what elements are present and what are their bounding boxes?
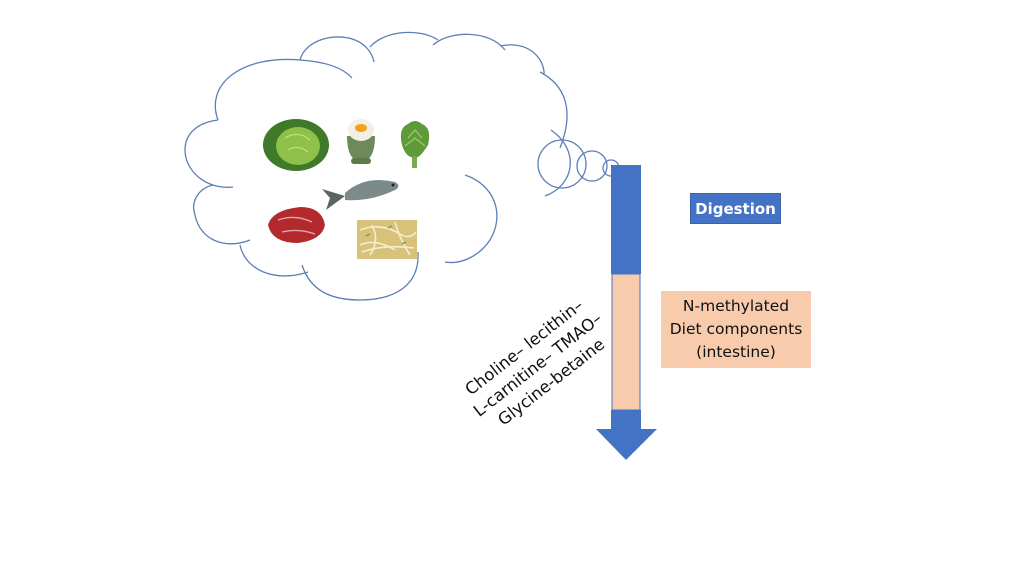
food-steak	[268, 207, 325, 243]
arrow-head	[596, 429, 657, 460]
thought-bubbles	[537, 139, 620, 189]
n-methylated-components-label: N-methylated Diet components (intestine)	[661, 291, 811, 368]
digestion-label-text: Digestion	[695, 199, 776, 218]
food-bean-sprouts	[357, 220, 417, 259]
food-cabbage	[263, 119, 329, 171]
thought-cloud	[184, 31, 571, 301]
n-methylated-line-2: Diet components	[669, 320, 803, 338]
n-methylated-line-3: (intestine)	[696, 343, 776, 361]
arrow-shaft-bottom	[611, 410, 641, 429]
bubble-large	[537, 139, 587, 189]
digestion-label: Digestion	[690, 193, 781, 224]
arrow-shaft-intestine-segment	[611, 273, 641, 411]
arrow-shaft-top	[611, 165, 641, 274]
bubble-medium	[576, 150, 608, 182]
food-artichoke	[400, 121, 430, 168]
food-egg	[347, 119, 375, 164]
digestion-arrow	[596, 165, 657, 460]
n-methylated-line-1: N-methylated	[682, 297, 790, 315]
food-fish	[322, 180, 399, 210]
